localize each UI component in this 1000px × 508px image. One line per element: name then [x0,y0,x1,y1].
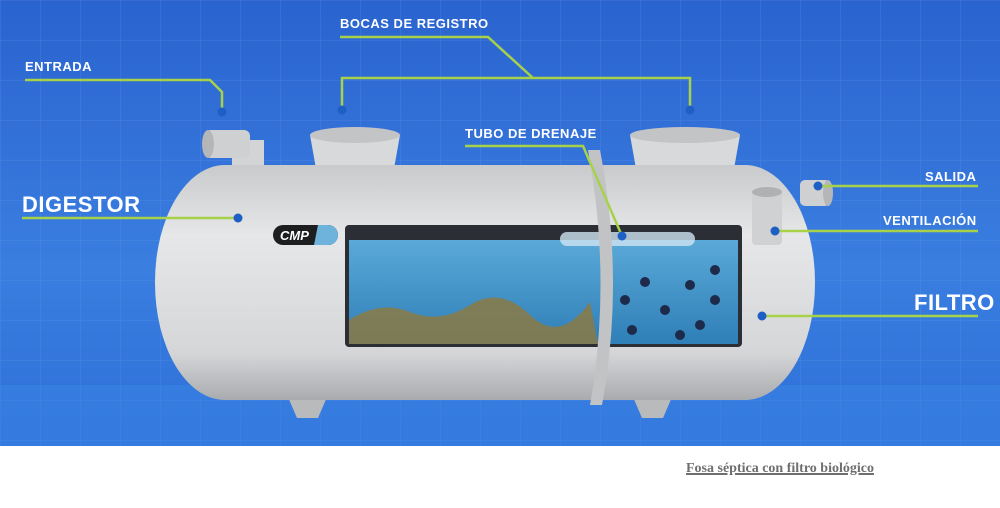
septic-tank-diagram: CMP [0,0,1000,446]
callout-dots [217,105,823,321]
filter-media [620,265,720,340]
label-entrada: ENTRADA [25,59,93,74]
divider-ring [588,150,614,405]
label-filtro: FILTRO [914,290,995,315]
cutaway-window [345,225,742,347]
leader-lines [22,35,978,318]
label-digestor: DIGESTOR [22,192,141,217]
drain-tube [560,232,695,246]
vent-pipe [752,190,782,245]
cmp-logo: CMP [273,225,338,245]
svg-text:CMP: CMP [280,228,309,243]
label-bocas-de-registro: BOCAS DE REGISTRO [340,16,489,31]
figure-caption: Fosa séptica con filtro biológico [686,461,874,476]
label-ventilacion: VENTILACIÓN [883,213,977,228]
label-salida: SALIDA [925,169,977,184]
label-tubo-de-drenaje: TUBO DE DRENAJE [465,126,597,141]
